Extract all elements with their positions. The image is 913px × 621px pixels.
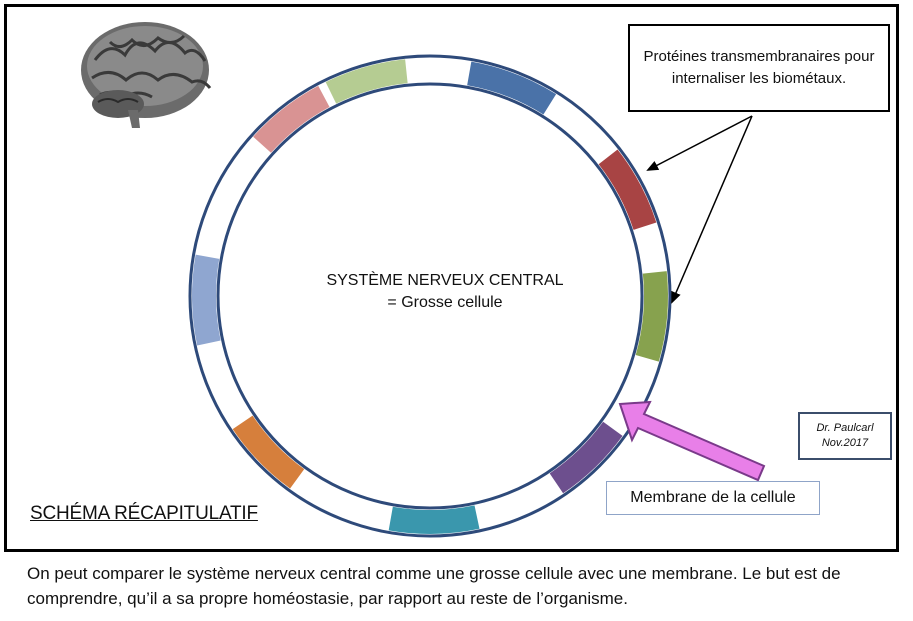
protein-segment xyxy=(253,85,330,153)
protein-segments xyxy=(192,59,668,535)
signature-box: Dr. Paulcarl Nov.2017 xyxy=(798,412,892,460)
proteins-callout-text: Protéines transmembranaires pour interna… xyxy=(643,48,875,87)
protein-segment xyxy=(232,415,305,489)
protein-segment xyxy=(325,59,408,104)
membrane-pink-arrow xyxy=(618,400,766,482)
membrane-outer-ring xyxy=(188,54,672,538)
protein-segment xyxy=(598,149,657,230)
schema-title: SCHÉMA RÉCAPITULATIF xyxy=(30,503,258,524)
protein-segment xyxy=(388,505,480,535)
membrane-callout: Membrane de la cellule xyxy=(606,481,820,515)
center-label: SYSTÈME NERVEUX CENTRAL = Grosse cellule xyxy=(300,270,590,314)
membrane-inner-ring xyxy=(216,82,644,510)
protein-segment xyxy=(467,61,557,115)
protein-arrow-upper xyxy=(646,115,753,171)
membrane-callout-text: Membrane de la cellule xyxy=(630,489,796,506)
center-subtitle: = Grosse cellule xyxy=(387,294,503,311)
protein-segment xyxy=(192,254,221,346)
proteins-callout: Protéines transmembranaires pour interna… xyxy=(628,24,890,112)
caption-text: On peut comparer le système nerveux cent… xyxy=(27,564,841,608)
signature-date: Nov.2017 xyxy=(821,437,869,449)
protein-segment xyxy=(549,421,623,494)
brain-icon xyxy=(81,22,212,128)
center-title: SYSTÈME NERVEUX CENTRAL xyxy=(326,272,564,289)
signature-author: Dr. Paulcarl xyxy=(816,422,874,434)
protein-arrow-lower xyxy=(671,115,753,304)
protein-segment xyxy=(635,271,668,362)
